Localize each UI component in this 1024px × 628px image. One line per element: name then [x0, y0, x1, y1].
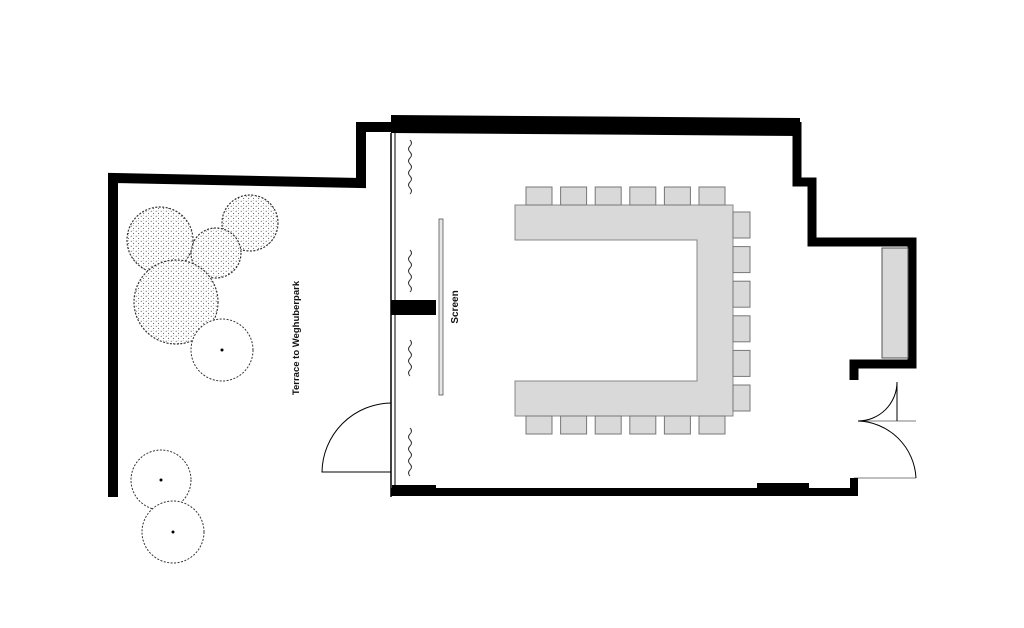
chair — [732, 384, 751, 412]
chair — [525, 415, 553, 435]
facade-column — [391, 300, 436, 315]
chair — [732, 349, 751, 377]
tree-icon — [190, 318, 254, 382]
u-table — [514, 204, 734, 417]
chair — [525, 186, 553, 206]
tree-icon — [190, 227, 242, 279]
walls — [108, 115, 917, 497]
curtains — [408, 139, 412, 477]
curtain-1 — [408, 139, 412, 195]
bottom-wall — [391, 478, 858, 496]
chair — [629, 415, 657, 435]
tree-icon — [126, 206, 194, 274]
chairs-right — [732, 211, 751, 412]
window-alcove — [881, 247, 909, 359]
screen-bar — [438, 218, 444, 396]
chair — [698, 186, 726, 206]
chair — [594, 415, 622, 435]
terrace-wall — [108, 122, 391, 497]
chair — [594, 186, 622, 206]
doors — [321, 381, 917, 479]
chair — [732, 315, 751, 343]
screen-label: Screen — [450, 290, 461, 323]
bottom-wall-block — [757, 483, 809, 493]
chair — [629, 186, 657, 206]
terrace-door — [321, 402, 392, 473]
chair — [663, 186, 691, 206]
tree-icon — [133, 259, 219, 345]
screen: Screen — [438, 218, 461, 396]
tree-icon — [221, 194, 279, 252]
chairs-top — [525, 186, 726, 206]
entrance-door-top — [857, 381, 898, 422]
curtain-2 — [408, 249, 412, 293]
curtain-4 — [408, 427, 412, 477]
chair — [732, 211, 751, 239]
chair — [698, 415, 726, 435]
tree-icon — [130, 449, 192, 511]
terrace-label: Terrace to Weghuberpark — [291, 280, 302, 395]
trees — [126, 194, 279, 564]
chair — [560, 415, 588, 435]
chair — [732, 280, 751, 308]
bottom-left-wall-block — [392, 485, 436, 493]
curtain-3 — [408, 339, 412, 377]
entrance-door-bottom — [857, 420, 917, 479]
right-wall — [792, 122, 917, 380]
chair — [560, 186, 588, 206]
tree-icon — [141, 500, 205, 564]
chair — [663, 415, 691, 435]
chair — [732, 246, 751, 274]
top-wall — [391, 115, 800, 136]
chairs-bottom — [525, 415, 726, 435]
